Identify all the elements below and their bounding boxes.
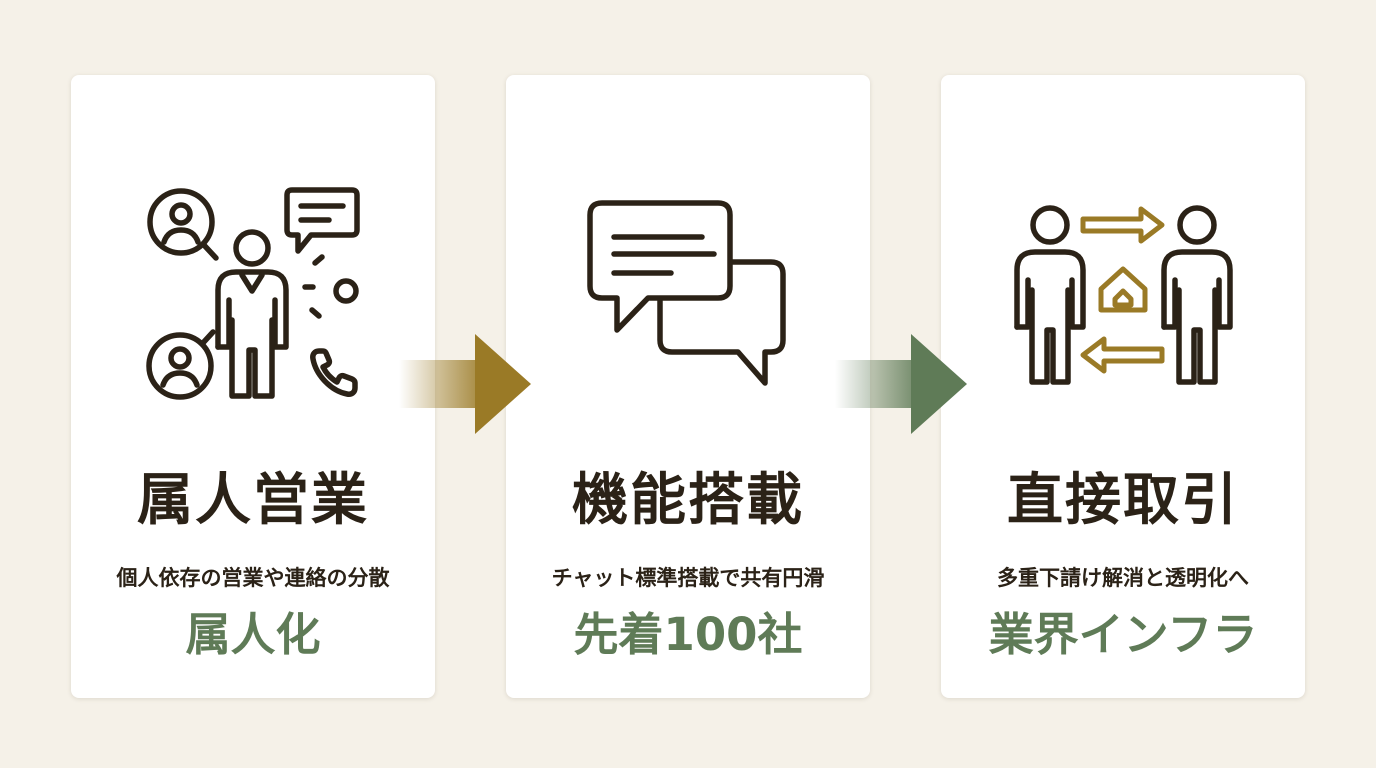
arrow-left-icon — [1080, 336, 1165, 374]
chat-bubbles-icon — [587, 200, 786, 386]
card-result: 属人化 — [185, 608, 321, 661]
step-card-built-in-feature: 機能搭載 チャット標準搭載で共有円滑 先着100社 — [506, 75, 870, 698]
sales-contacts-icon — [146, 187, 360, 400]
card-title: 直接取引 — [1007, 467, 1239, 533]
arrow-right-icon — [399, 334, 531, 434]
salesperson-icon — [215, 229, 289, 399]
arrow-head — [475, 334, 531, 434]
message-bubble-icon — [587, 200, 733, 333]
arrow-shaft — [399, 360, 477, 408]
direct-trade-icon — [1014, 205, 1233, 385]
card-title: 属人営業 — [137, 467, 369, 533]
search-person-icon — [147, 188, 219, 261]
person-left-icon — [1014, 205, 1086, 385]
card-subtitle: 個人依存の営業や連絡の分散 — [116, 566, 390, 590]
step-card-personal-sales: 属人営業 個人依存の営業や連絡の分散 属人化 — [71, 75, 435, 698]
message-bubble-icon — [284, 187, 360, 254]
arrow-head — [911, 334, 967, 434]
arrow-shaft — [835, 360, 913, 408]
person-right-icon — [1161, 205, 1233, 385]
house-icon — [1098, 266, 1148, 313]
card-subtitle: チャット標準搭載で共有円滑 — [551, 566, 825, 590]
card-title: 機能搭載 — [572, 467, 804, 533]
card-result: 先着100社 — [573, 608, 803, 661]
arrow-right-icon — [835, 334, 967, 434]
contact-person-icon — [146, 329, 216, 400]
phone-icon — [310, 348, 358, 397]
step-card-direct-trade: 直接取引 多重下請け解消と透明化へ 業界インフラ — [941, 75, 1305, 698]
signal-dashes-icon — [302, 254, 359, 319]
card-subtitle: 多重下請け解消と透明化へ — [997, 566, 1249, 590]
card-result: 業界インフラ — [988, 608, 1258, 661]
arrow-right-icon — [1080, 206, 1165, 244]
